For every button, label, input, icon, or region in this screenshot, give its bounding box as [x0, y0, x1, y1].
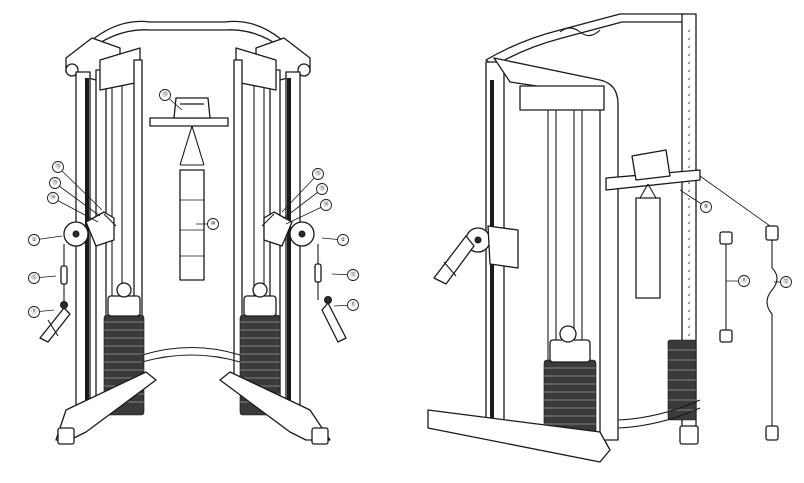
callout-number: ① [32, 237, 37, 243]
front-center-crossbar [150, 118, 228, 126]
front-right-handle [322, 303, 346, 342]
callout-number: ⑫ [31, 273, 37, 281]
callout-number: ② [341, 236, 346, 243]
front-left-rail-dark [85, 78, 89, 408]
front-right-rail-dark [287, 78, 291, 408]
side-view-machine [428, 14, 778, 462]
side-top-arch [486, 14, 684, 66]
callout-layer: ⑬ ⑩ ⑬ ⑬ ⑭ ① ⑫ ⑪ ⑬ ⑬ ⑭ ② ⑫ ⑪ ⑨ ⑪ ⑫ [29, 90, 792, 318]
side-shroud-panel [520, 86, 604, 110]
front-view-machine [40, 21, 346, 444]
callout-c-12-right: ⑫ [332, 270, 359, 281]
front-base-curve-top [142, 348, 240, 356]
callout-number: ⑭ [323, 200, 329, 208]
callout-c-12-left: ⑫ [29, 273, 57, 284]
front-strap-hanger [180, 126, 204, 165]
callout-c-2-right: ② [322, 235, 349, 246]
front-left-snap-hook [61, 266, 67, 284]
side-handle [434, 236, 474, 284]
callout-number: ⑪ [350, 300, 356, 308]
callout-number: ⑩ [211, 220, 216, 227]
side-weight-stack [544, 326, 596, 440]
front-top-arch [92, 21, 282, 48]
side-crossbar-bracket [632, 150, 670, 180]
callout-number: ⑬ [55, 162, 61, 170]
side-strap [636, 198, 660, 298]
callout-number: ⑭ [50, 193, 56, 201]
side-rear-weight-stack [668, 340, 696, 420]
callout-number: ⑫ [783, 277, 789, 285]
callout-c-11-right: ⑪ [334, 300, 359, 311]
callout-number: ⑨ [704, 203, 709, 210]
callout-number: ⑪ [31, 307, 37, 315]
callout-c-11-left: ⑪ [29, 307, 55, 318]
front-strap [180, 170, 204, 280]
callout-number: ⑬ [315, 169, 321, 177]
front-right-snap-hook [315, 264, 321, 282]
callout-c-1-left: ① [29, 235, 63, 246]
callout-number: ⑬ [162, 90, 168, 98]
side-carriage [488, 226, 518, 268]
side-ez-curl-bar [766, 226, 778, 440]
side-straight-bar [720, 232, 732, 342]
front-base-curve-bottom [142, 355, 240, 362]
callout-number: ⑬ [319, 184, 325, 192]
front-left-handle [40, 308, 70, 342]
callout-number: ⑬ [52, 178, 58, 186]
callout-number: ⑪ [741, 276, 747, 284]
callout-number: ⑫ [350, 270, 356, 278]
callout-c-11-side: ⑪ [726, 276, 750, 287]
